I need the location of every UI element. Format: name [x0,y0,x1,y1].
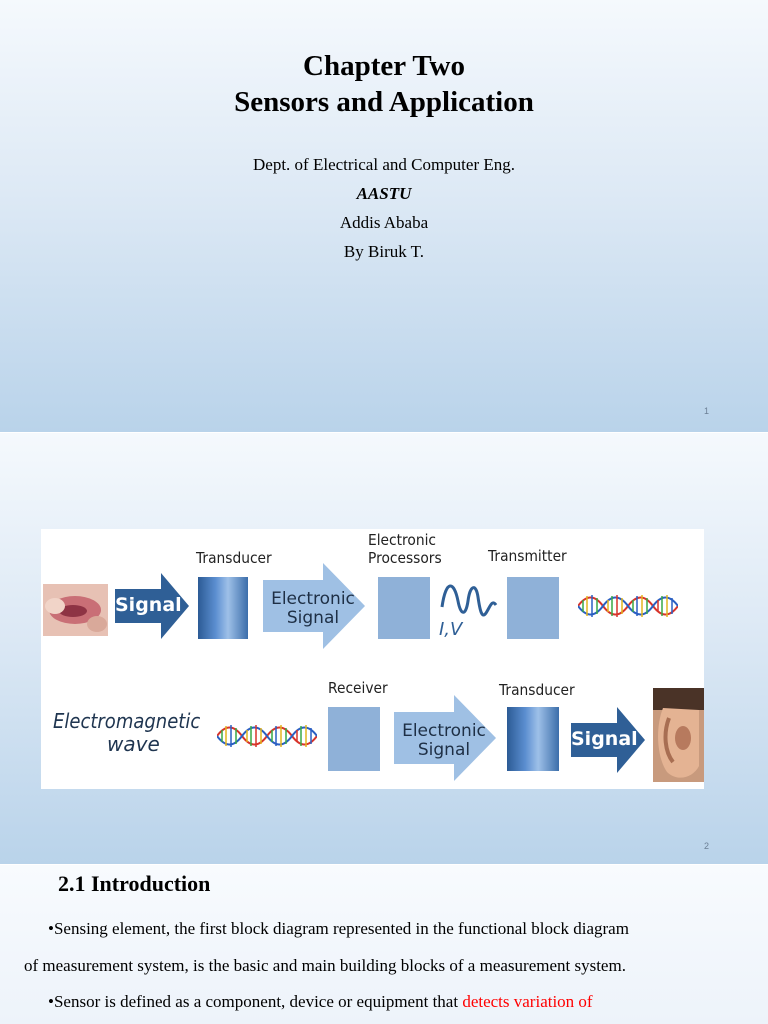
communication-block-diagram: Signal Transducer Electronic Signal Elec… [41,529,704,789]
department-text: Dept. of Electrical and Computer Eng. [0,155,768,175]
processors-label-line1: Electronic [368,531,436,549]
paragraph-line: •Sensor is defined as a component, devic… [0,992,768,1012]
chapter-subtitle: Sensors and Application [0,86,768,119]
em-wave-label-line2: wave [107,732,160,756]
ear-image [653,688,704,782]
title-slide: Chapter Two Sensors and Application Dept… [0,0,768,432]
receiver-block [328,707,380,771]
diagram-slide: Signal Transducer Electronic Signal Elec… [0,432,768,864]
electronic-signal-label-line1: Electronic [398,721,490,741]
city-text: Addis Ababa [0,213,768,233]
highlighted-text: detects variation of [462,992,592,1011]
transducer-block [507,707,559,771]
receiver-label: Receiver [328,679,388,697]
processors-label-line2: Processors [368,549,442,567]
university-text: AASTU [0,184,768,204]
mouth-image [43,584,108,636]
paragraph-line: •Sensing element, the first block diagra… [0,919,768,939]
paragraph-line: of measurement system, is the basic and … [0,956,768,976]
signal-input-label: Signal [115,595,175,615]
signal-output-label: Signal [571,729,631,749]
em-wave-label-line1: Electromagnetic [53,709,200,733]
page-number: 2 [704,841,709,851]
electronic-signal-label-line1: Electronic [267,589,359,609]
transmitter-label: Transmitter [488,547,567,565]
section-title: 2.1 Introduction [58,871,210,897]
electronic-signal-label-line2: Signal [398,740,490,760]
transducer-label: Transducer [196,549,272,567]
em-wave-icon [578,589,678,623]
transducer-block [198,577,248,639]
electronic-signal-label-line2: Signal [267,608,359,628]
chapter-title: Chapter Two [0,50,768,83]
transmitter-block [507,577,559,639]
author-text: By Biruk T. [0,242,768,262]
iv-label: I,V [439,619,462,640]
page-number: 1 [704,406,709,416]
em-wave-icon [217,719,317,753]
introduction-slide: 2.1 Introduction •Sensing element, the f… [0,864,768,1024]
paragraph-text: •Sensor is defined as a component, devic… [48,992,462,1011]
processors-block [378,577,430,639]
transducer-label: Transducer [499,681,575,699]
